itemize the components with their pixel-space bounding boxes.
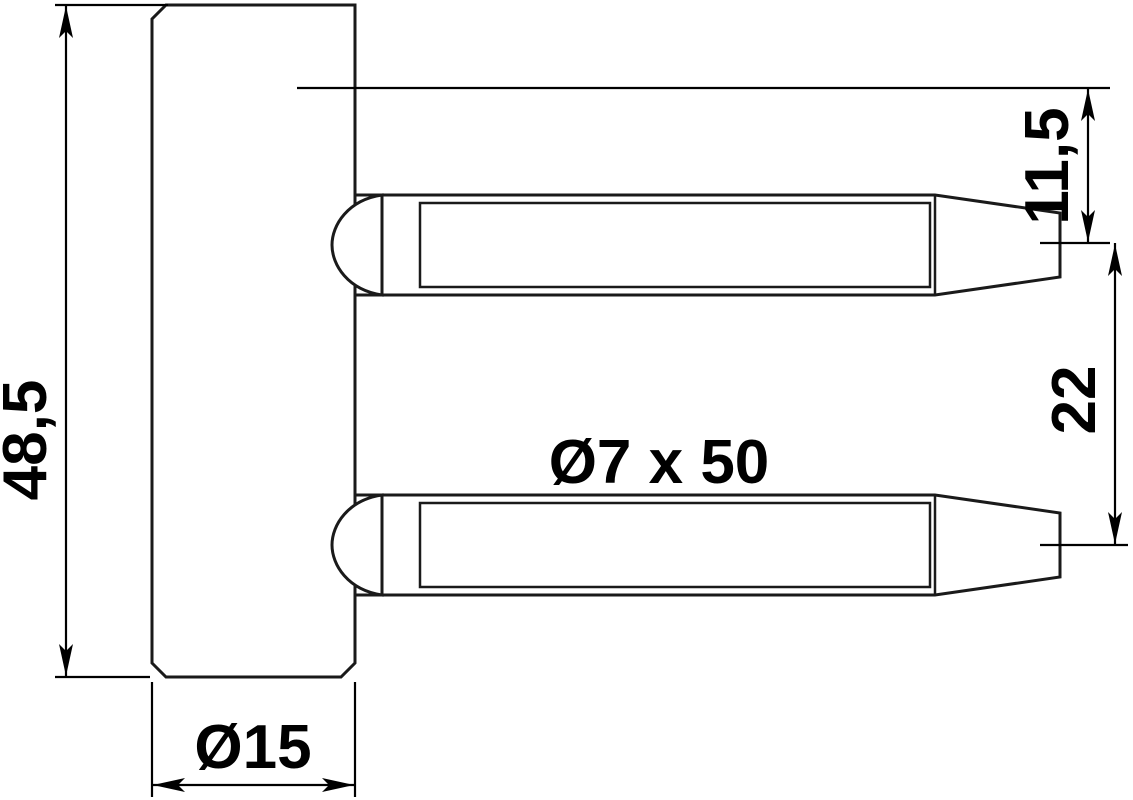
dim-label-11-5: 11,5 bbox=[1013, 107, 1082, 224]
flange-body-outline bbox=[150, 3, 357, 679]
dim-arrow-48-5-top bbox=[59, 6, 73, 38]
dim-arrow-22-bottom bbox=[1108, 512, 1122, 544]
lower-pin-outline bbox=[353, 493, 1062, 597]
upper-pin-outline bbox=[353, 193, 1062, 297]
dim-arrow-48-5-bottom bbox=[59, 644, 73, 676]
dim-arrow-15-left bbox=[153, 778, 185, 792]
dim-arrow-11-5-top bbox=[1081, 89, 1095, 121]
dim-label-48-5: 48,5 bbox=[0, 380, 60, 501]
dim-arrow-22-top bbox=[1108, 244, 1122, 276]
dim-arrow-11-5-bottom bbox=[1081, 210, 1095, 242]
dim-label-15: Ø15 bbox=[194, 713, 311, 782]
upper-pin-inner-rect bbox=[418, 201, 932, 289]
lower-pin-inner-rect bbox=[418, 501, 932, 589]
lower-pin-round-cap bbox=[330, 493, 384, 597]
dim-label-22: 22 bbox=[1040, 366, 1109, 435]
dim-arrow-15-right bbox=[322, 778, 354, 792]
pin-spec-label: Ø7 x 50 bbox=[549, 428, 770, 497]
upper-pin-round-cap bbox=[330, 193, 384, 297]
